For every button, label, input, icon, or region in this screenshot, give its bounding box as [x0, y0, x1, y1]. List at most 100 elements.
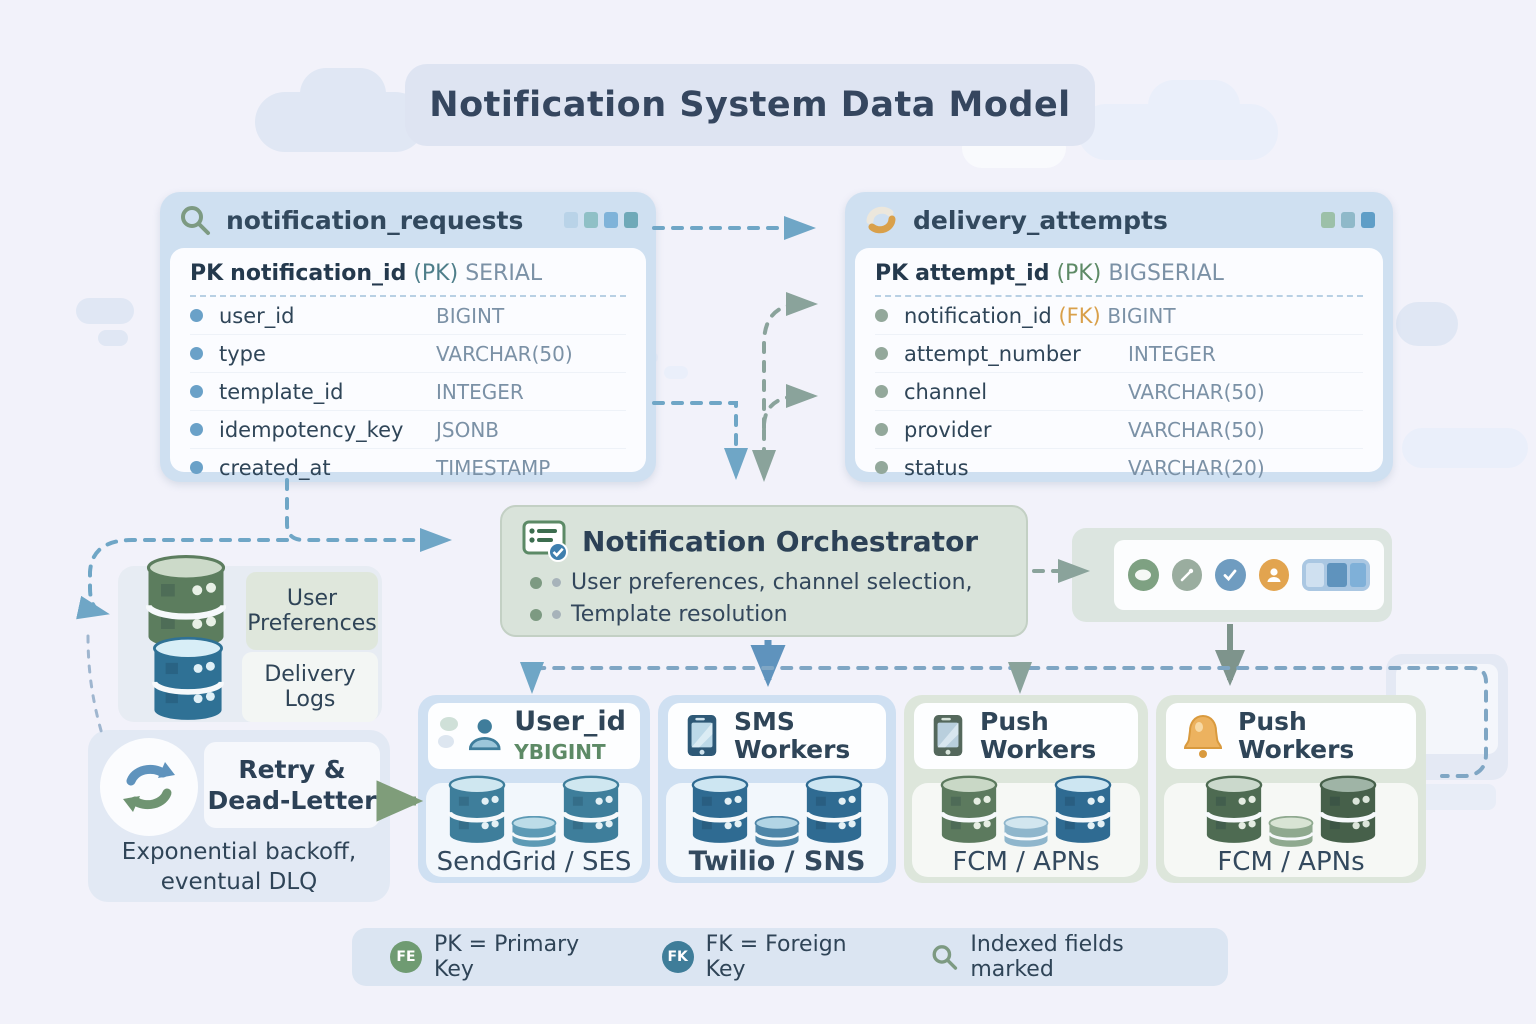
label-user-preferences: User Preferences	[246, 572, 378, 650]
person-icon	[468, 719, 501, 751]
worker-chip: User_id YBIGINT	[428, 703, 640, 769]
bullet-icon	[530, 576, 542, 589]
cloud-decoration	[76, 298, 134, 324]
segmented-bar	[1302, 559, 1370, 591]
field-row: attempt_number INTEGER	[875, 335, 1363, 373]
worker-caption: FCM / APNs	[952, 847, 1100, 877]
field-name: notification_id (FK) BIGINT	[904, 303, 1176, 328]
field-type: VARCHAR(20)	[1128, 455, 1265, 480]
pk-label: PK	[875, 261, 909, 286]
field-row: status VARCHAR(20)	[875, 449, 1363, 486]
worker-chip: Push Workers	[914, 703, 1138, 769]
provider-toolbar	[1072, 528, 1392, 622]
cloud-decoration	[1402, 428, 1528, 468]
bullet-icon	[875, 385, 888, 398]
pk-field: notification_id	[230, 261, 407, 286]
field-type: VARCHAR(50)	[1128, 417, 1265, 442]
pen-icon	[1171, 559, 1202, 591]
retry-loop-icon	[100, 738, 198, 836]
field-type: BIGINT	[436, 303, 505, 328]
page-title: Notification System Data Model	[429, 85, 1071, 125]
field-type: VARCHAR(50)	[1128, 379, 1265, 404]
table-name: notification_requests	[226, 205, 524, 235]
cloud-decoration	[1148, 80, 1240, 132]
worker-title: Push	[1238, 707, 1307, 736]
person-icon	[1258, 559, 1289, 591]
bullet-icon	[190, 461, 203, 474]
bullet-icon	[190, 423, 203, 436]
worker-chip: Push Workers	[1166, 703, 1416, 769]
field-type: INTEGER	[1128, 341, 1216, 366]
fk-badge-icon: FK	[661, 941, 694, 973]
cloud-decoration	[98, 330, 128, 346]
field-row: idempotency_key JSONB	[190, 411, 626, 449]
field-row: provider VARCHAR(50)	[875, 411, 1363, 449]
magnifier-icon	[932, 945, 957, 970]
worker-title: Workers	[734, 735, 851, 764]
worker-subtitle: YBIGINT	[514, 740, 606, 765]
worker-caption: SendGrid / SES	[436, 847, 632, 877]
field-name: channel	[904, 379, 988, 404]
worker-title: User_id	[514, 705, 626, 737]
pk-type: SERIAL	[465, 261, 543, 286]
db-cluster-icon	[658, 775, 896, 851]
bullet-icon	[875, 347, 888, 360]
check-icon	[1215, 559, 1246, 591]
bullet-icon	[552, 610, 561, 619]
field-type: BIGINT	[1107, 303, 1176, 328]
phone-icon	[687, 715, 717, 756]
pk-row: PK attempt_id (PK) BIGSERIAL	[875, 254, 1363, 297]
orchestrator-bullet: Template resolution	[530, 602, 1006, 627]
phone-icon	[933, 715, 963, 756]
bullet-icon	[875, 309, 888, 322]
field-name: idempotency_key	[219, 417, 404, 442]
field-name: user_id	[219, 303, 295, 328]
orchestrator-bullet: User preferences, channel selection,	[530, 570, 1006, 595]
legend-item-pk: FE PK = Primary Key	[390, 932, 604, 982]
table-name: delivery_attempts	[913, 205, 1168, 235]
push-worker-box-2: Push Workers FCM / APNs	[1156, 695, 1426, 883]
bullet-icon	[875, 423, 888, 436]
leaf-icon	[1128, 559, 1159, 591]
field-row: type VARCHAR(50)	[190, 335, 626, 373]
pk-label: PK	[190, 261, 224, 286]
retry-description: Exponential backoff, eventual DLQ	[121, 839, 357, 895]
magnifier-icon	[181, 206, 210, 235]
cloud-decoration	[664, 366, 688, 379]
bell-icon	[1183, 714, 1223, 758]
label-delivery-logs: Delivery Logs	[242, 652, 378, 722]
table-header: notification_requests	[160, 192, 656, 248]
field-name: attempt_number	[904, 341, 1081, 366]
retry-dead-letter-box: Retry & Dead-Letter Exponential backoff,…	[88, 730, 390, 902]
worker-title: Workers	[980, 735, 1097, 764]
table-header: delivery_attempts	[845, 192, 1393, 248]
field-name: status	[904, 455, 969, 480]
orchestrator-title: Notification Orchestrator	[582, 524, 979, 558]
worker-title: Workers	[1238, 735, 1355, 764]
legend-text: PK = Primary Key	[434, 932, 580, 982]
sms-worker-box: SMS Workers Twilio / SNS	[658, 695, 896, 883]
bullet-icon	[190, 347, 203, 360]
cloud-decoration	[1396, 302, 1458, 346]
title-banner: Notification System Data Model	[405, 64, 1095, 146]
orchestrator-box: Notification Orchestrator User preferenc…	[500, 505, 1028, 637]
checklist-check-icon	[522, 520, 568, 562]
worker-title: Push	[980, 707, 1049, 736]
field-row: created_at TIMESTAMP	[190, 449, 626, 486]
field-row: channel VARCHAR(50)	[875, 373, 1363, 411]
field-row: template_id INTEGER	[190, 373, 626, 411]
db-cluster-icon	[1156, 775, 1426, 851]
bullet-icon	[190, 309, 203, 322]
worker-title: SMS	[734, 707, 795, 736]
field-name: provider	[904, 417, 992, 442]
table-body: PK attempt_id (PK) BIGSERIAL notificatio…	[855, 248, 1383, 480]
legend-text: FK = Foreign Key	[705, 932, 847, 982]
legend-item-fk: FK FK = Foreign Key	[661, 932, 872, 982]
field-name: template_id	[219, 379, 344, 404]
field-row: notification_id (FK) BIGINT	[875, 297, 1363, 335]
ghost-dot	[438, 735, 454, 748]
pk-field: attempt_id	[915, 261, 1050, 286]
window-squares-icon	[1321, 212, 1375, 228]
bullet-icon	[530, 608, 542, 621]
field-name: created_at	[219, 455, 331, 480]
